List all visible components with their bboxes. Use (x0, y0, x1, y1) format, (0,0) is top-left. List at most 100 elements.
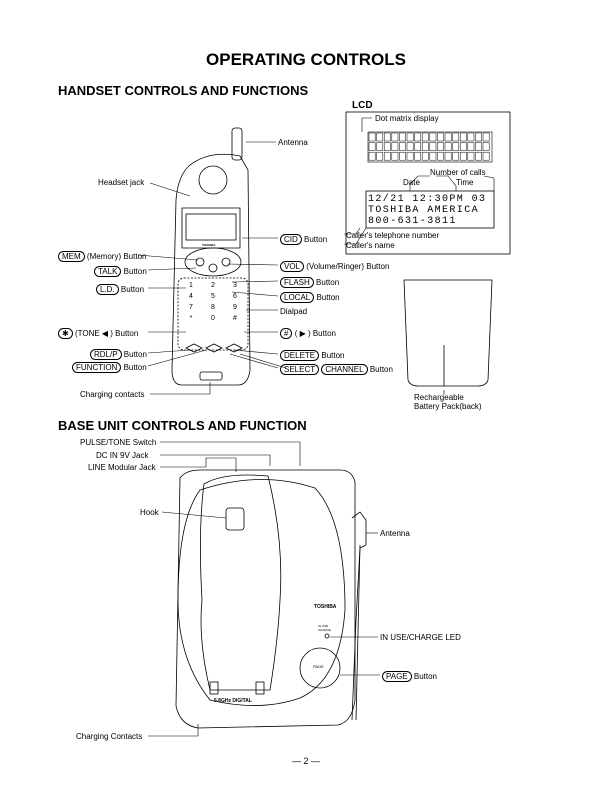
lcd-frame (345, 111, 511, 255)
dot-matrix-cell (399, 151, 406, 161)
dot-matrix-cell (383, 151, 391, 161)
battery-label-1: Rechargeable (414, 393, 464, 402)
cid-button-callout: CID Button (280, 234, 327, 245)
page-title: OPERATING CONTROLS (206, 50, 406, 69)
dot-matrix-cell (391, 151, 399, 161)
ld-button-callout: L.D. Button (96, 284, 144, 295)
key-6[interactable]: 6 (233, 293, 237, 300)
dot-matrix-cell (482, 132, 490, 142)
mem-text: (Memory) Button (86, 252, 147, 261)
dot-matrix-cell (368, 151, 376, 161)
delete-key: DELETE (280, 350, 320, 361)
flash-button-callout: FLASH Button (280, 277, 339, 288)
key-star[interactable]: * (189, 315, 193, 322)
key-0[interactable]: 0 (211, 315, 215, 322)
talk-key: TALK (94, 266, 122, 277)
dot-matrix-cell (452, 151, 460, 161)
key-4[interactable]: 4 (189, 293, 193, 300)
delete-button-callout: DELETE Button (280, 350, 345, 361)
function-key: FUNCTION (72, 362, 122, 373)
handset-body (171, 153, 251, 386)
tone-button-callout: ✱ (TONE ◀ ) Button (58, 328, 138, 339)
date-label: Date (403, 178, 420, 187)
base-model-text: 5.8GHz DIGITAL (214, 698, 252, 704)
page-text: Button (413, 672, 438, 681)
vol-button-callout: VOL (Volume/Ringer) Button (280, 261, 389, 272)
rdlp-key: RDL/P (90, 349, 122, 360)
dot-matrix-cell (437, 142, 444, 151)
dialpad-keys: 1 2 3 4 5 6 7 8 9 * 0 # (180, 282, 246, 322)
dot-matrix-cell (429, 142, 437, 151)
callers-number-label: Caller's telephone number (346, 231, 440, 240)
vol-text: (Volume/Ringer) Button (306, 262, 390, 271)
hash-text: ( ▶ ) Button (294, 329, 336, 338)
page-number: — 2 — (291, 756, 320, 766)
dot-matrix-cell (421, 142, 429, 151)
callers-name-label: Caller's name (346, 241, 395, 250)
time-label: Time (456, 178, 474, 187)
dot-matrix-cell (399, 132, 406, 142)
handset-brand: TOSHIBA (202, 243, 216, 247)
page-button-callout: PAGE Button (382, 671, 437, 682)
dialpad-label: Dialpad (280, 307, 308, 316)
handset-antenna-label: Antenna (278, 138, 308, 147)
section-heading-handset: HANDSET CONTROLS AND FUNCTIONS (58, 83, 309, 98)
flash-text: Button (316, 278, 340, 287)
base-brand: TOSHIBA (314, 604, 337, 610)
select-key: SELECT (280, 364, 320, 375)
battery-label-2: Battery Pack(back) (414, 402, 482, 411)
page-button-face[interactable]: PAGE (313, 664, 324, 669)
select-channel-callout: SELECT CHANNEL Button (280, 364, 393, 375)
key-2[interactable]: 2 (211, 282, 215, 289)
hash-key: # (280, 328, 293, 339)
talk-text: Button (123, 267, 147, 276)
dot-matrix-cell (406, 142, 414, 151)
dot-matrix-cell (391, 142, 399, 151)
dot-matrix-cell (475, 151, 482, 161)
line-jack-label: LINE Modular Jack (88, 463, 156, 472)
dot-matrix-cell (414, 151, 422, 161)
dot-matrix-cell (437, 151, 444, 161)
dot-matrix-grid (367, 131, 493, 163)
dot-matrix-cell (467, 132, 475, 142)
key-5[interactable]: 5 (211, 293, 215, 300)
select-text: Button (369, 365, 393, 374)
lcd-row-1: 12/21 12:30PM 03 (368, 194, 487, 205)
dot-matrix-cell (391, 132, 399, 142)
function-button-callout: FUNCTION Button (72, 362, 147, 373)
dot-matrix-label: Dot matrix display (375, 114, 439, 123)
dot-matrix-cell (437, 132, 444, 142)
key-3[interactable]: 3 (233, 282, 237, 289)
dot-matrix-cell (444, 151, 452, 161)
key-9[interactable]: 9 (233, 304, 237, 311)
dot-matrix-cell (482, 151, 490, 161)
rdlp-text: Button (123, 350, 147, 359)
cid-text: Button (304, 235, 328, 244)
dot-matrix-cell (429, 151, 437, 161)
led-face: IN USE CHARGE (318, 624, 331, 632)
lcd-row-3: 800-631-3811 (368, 216, 457, 227)
dot-matrix-cell (444, 132, 452, 142)
key-hash[interactable]: # (233, 315, 237, 322)
handset-antenna (231, 127, 243, 161)
headset-jack-label: Headset jack (98, 178, 145, 187)
dot-matrix-cell (421, 132, 429, 142)
hash-button-callout: # ( ▶ ) Button (280, 328, 336, 339)
tone-text: (TONE ◀ ) Button (74, 329, 139, 338)
dot-matrix-cell (475, 142, 482, 151)
page-key: PAGE (382, 671, 412, 682)
key-1[interactable]: 1 (189, 282, 193, 289)
pulse-tone-label: PULSE/TONE Switch (80, 438, 157, 447)
key-8[interactable]: 8 (211, 304, 215, 311)
cid-key: CID (280, 234, 302, 245)
dot-matrix-cell (482, 142, 490, 151)
base-charging-contacts-label: Charging Contacts (76, 732, 143, 741)
dot-matrix-cell (399, 142, 406, 151)
dot-matrix-cell (383, 142, 391, 151)
dot-matrix-cell (444, 142, 452, 151)
rdlp-button-callout: RDL/P Button (90, 349, 147, 360)
key-7[interactable]: 7 (189, 304, 193, 311)
dot-matrix-cell (459, 151, 467, 161)
dot-matrix-cell (459, 142, 467, 151)
